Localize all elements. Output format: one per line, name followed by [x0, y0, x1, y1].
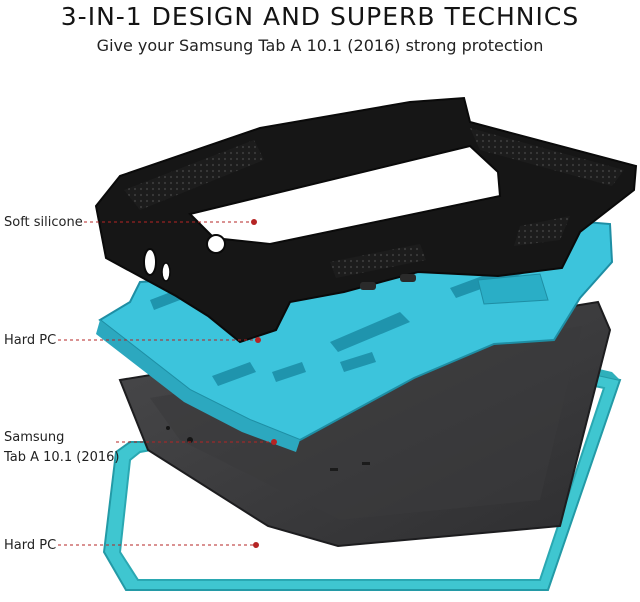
- top-layer-soft-silicone: [94, 96, 638, 344]
- page-title: 3-IN-1 DESIGN AND SUPERB TECHNICS: [60, 2, 580, 31]
- label-soft-silicone: Soft silicone: [4, 215, 83, 230]
- leader-dot-hard-pc-top: [255, 337, 261, 343]
- label-hard-pc-top: Hard PC: [4, 333, 57, 348]
- label-hard-pc-bottom: Hard PC: [4, 538, 57, 553]
- leader-dot-hard-pc-bottom: [253, 542, 259, 548]
- leader-dot-soft-silicone: [251, 219, 257, 225]
- label-samsung-line2: Tab A 10.1 (2016): [4, 450, 120, 465]
- leader-lines: [58, 221, 272, 546]
- label-samsung-line1: Samsung: [4, 430, 65, 445]
- page-subtitle: Give your Samsung Tab A 10.1 (2016) stro…: [96, 36, 544, 55]
- leader-dot-samsung-tablet: [271, 439, 277, 445]
